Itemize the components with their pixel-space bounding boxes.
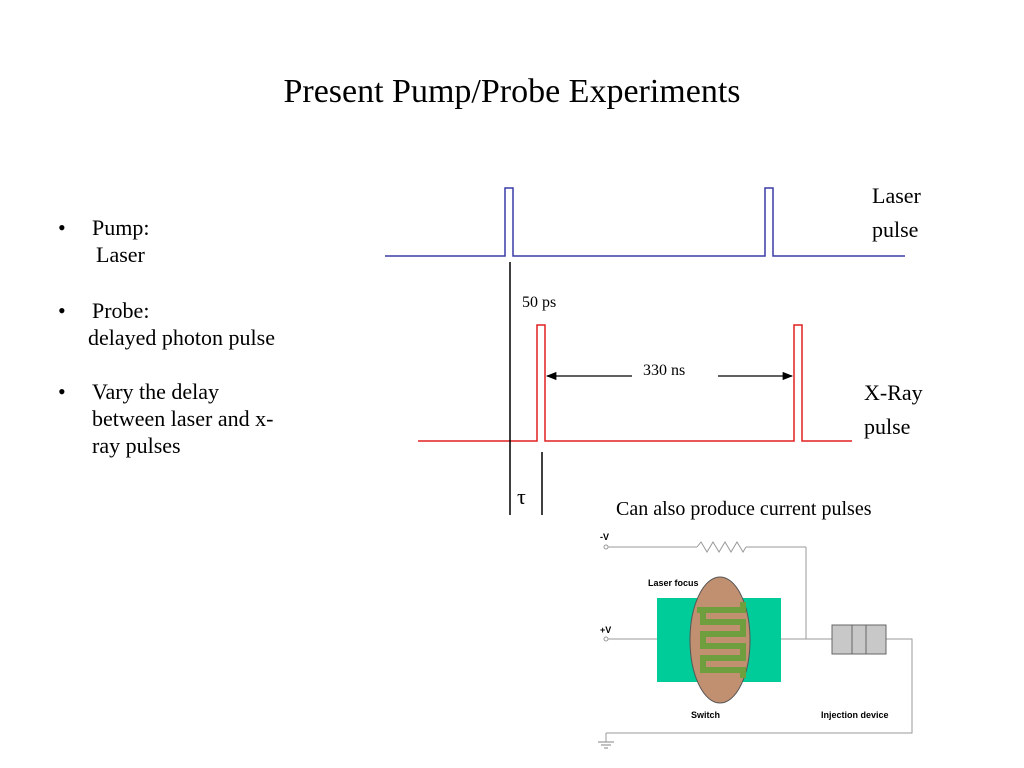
injection-device-label: Injection device [821,710,889,720]
probe-label: Probe: [92,298,150,323]
bullet-list: • Pump: Laser • Probe: delayed photon pu… [48,214,358,459]
pos-terminal-label: +V [600,625,612,635]
laser-pulse-label-line1: Laser [872,183,921,208]
laser-pulse-label-line2: pulse [872,217,919,242]
period-label: 330 ns [643,362,686,379]
xray-pulse-trace [418,324,852,442]
neg-terminal-dot [603,544,609,550]
vary-line-1: Vary the delay [92,379,220,404]
pump-value: Laser [96,242,145,267]
switch-label: Switch [691,710,721,720]
injection-device [831,624,887,655]
bullet-marker: • [58,379,66,404]
vary-line-3: ray pulses [92,433,181,458]
laser-focus-ellipse [689,576,751,704]
xray-pulse-label-line1: X-Ray [864,380,923,405]
bullet-probe: • Probe: [48,297,358,324]
delay-label: 50 ps [522,294,557,311]
bullet-marker: • [58,215,66,240]
resistor [696,541,747,553]
bullet-vary-delay: • Vary the delay between laser and x- ra… [48,378,358,459]
bullet-marker: • [58,298,66,323]
laser-focus-label: Laser focus [648,578,699,588]
probe-value: delayed photon pulse [88,325,275,350]
bullet-pump: • Pump: [48,214,358,241]
wire-return [606,638,913,734]
pos-terminal-dot [603,636,609,642]
pump-label: Pump: [92,215,150,240]
xray-pulse-label-line2: pulse [864,414,911,439]
slide-title: Present Pump/Probe Experiments [283,73,741,110]
vary-line-2: between laser and x- [92,406,274,431]
tau-label: τ [517,484,526,509]
circuit-caption: Can also produce current pulses [616,498,872,520]
laser-pulse-trace [385,187,905,257]
neg-terminal-label: -V [600,532,609,542]
